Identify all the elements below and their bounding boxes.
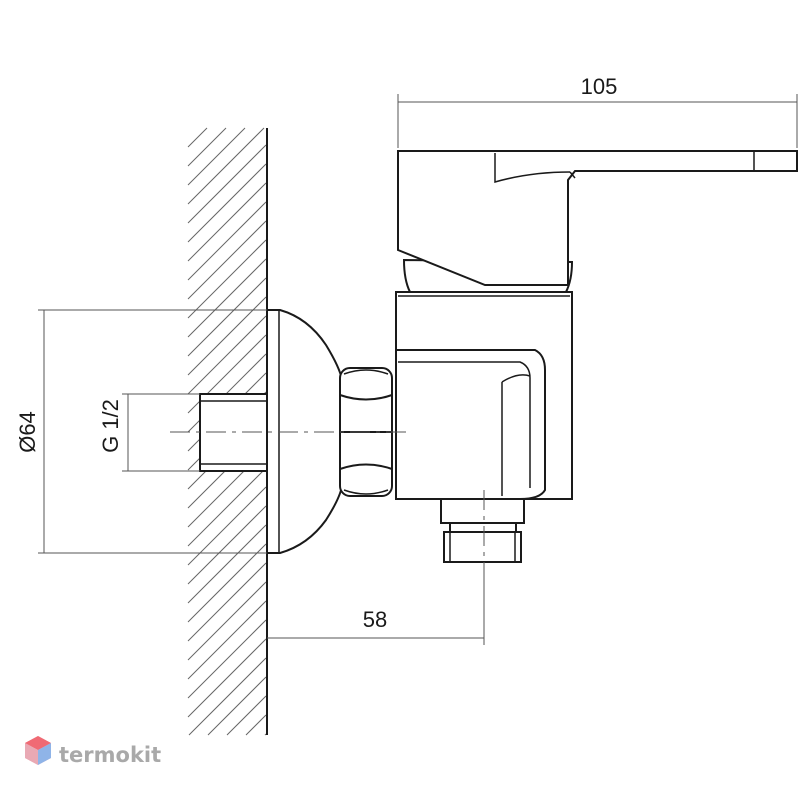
hatch-line	[264, 733, 267, 736]
dimension-wall-to-outlet	[267, 575, 485, 645]
dimension-label-thread-size: G 1/2	[98, 399, 123, 453]
hatch-line	[188, 657, 267, 736]
hatch-line	[187, 638, 267, 718]
hatch-line	[187, 581, 267, 661]
hatch-line	[187, 127, 208, 148]
hexagon-cube-icon	[25, 736, 51, 765]
hatch-line	[187, 144, 267, 224]
brand-logo: termokit	[25, 736, 161, 767]
hatch-line	[187, 163, 267, 243]
hatch-line	[187, 127, 246, 186]
hatch-line	[187, 127, 265, 205]
outlet-fitting	[440, 498, 525, 563]
hatch-line	[245, 714, 267, 736]
hatch-line	[187, 562, 267, 642]
hatch-line	[187, 524, 267, 604]
hatch-line	[187, 220, 267, 300]
dimension-thread-size	[122, 393, 200, 472]
dimension-label-lever-length: 105	[581, 74, 618, 99]
hatch-line	[187, 543, 267, 623]
lever-handle	[397, 150, 798, 286]
hatch-line	[187, 127, 227, 167]
hatch-line	[187, 619, 267, 699]
hatch-line	[226, 695, 267, 736]
hatch-line	[187, 239, 267, 319]
hatch-line	[187, 315, 267, 395]
dimension-label-wall-to-outlet: 58	[363, 607, 387, 632]
hatch-line	[187, 467, 267, 547]
center-lines	[170, 431, 485, 575]
hatch-line	[187, 505, 267, 585]
hatch-line	[187, 277, 267, 357]
hatch-line	[187, 182, 267, 262]
dimension-label-flange-diameter: Ø64	[15, 411, 40, 453]
dimension-flange-diameter	[38, 309, 267, 554]
hatch-line	[187, 600, 267, 680]
hatch-line	[187, 486, 267, 566]
hatch-line	[187, 296, 267, 376]
brand-name: termokit	[59, 743, 161, 767]
hatch-line	[187, 258, 267, 338]
mixer-body	[395, 258, 574, 500]
hatch-line	[187, 201, 267, 281]
hatch-line	[207, 676, 267, 736]
dimension-lever-length	[397, 94, 798, 148]
